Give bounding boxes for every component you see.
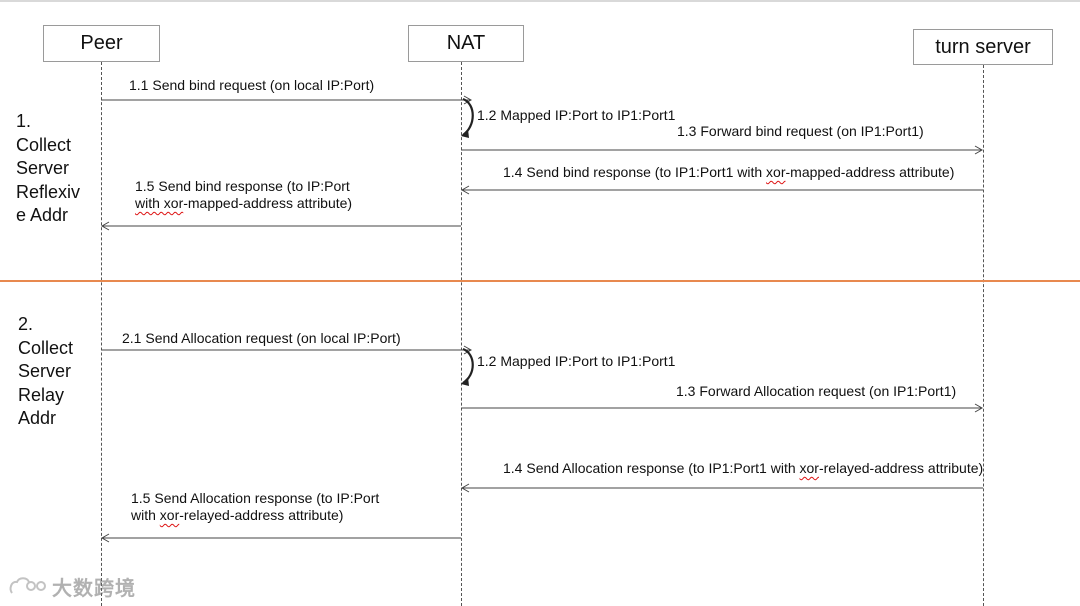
lifeline-peer bbox=[101, 62, 102, 606]
msg-1-3-label: 1.3 Forward bind request (on IP1:Port1) bbox=[677, 123, 924, 139]
lifeline-nat bbox=[461, 62, 462, 606]
arrowhead-1-3 bbox=[974, 145, 984, 155]
msg-2-5-text-end: -relayed-address attribute) bbox=[179, 507, 344, 523]
msg-2-4-text: 1.4 Send Allocation response (to IP1:Por… bbox=[503, 460, 800, 476]
arrowhead-1-1 bbox=[463, 95, 473, 105]
section-2-line: Server bbox=[18, 361, 72, 381]
section-1-label: 1. Collect Server Reflexiv e Addr bbox=[16, 110, 80, 228]
msg-1-4-spell-mark: xor bbox=[766, 164, 786, 180]
msg-2-2-label: 1.2 Mapped IP:Port to IP1:Port1 bbox=[477, 353, 676, 369]
msg-2-4-text-end: -relayed-address attribute) bbox=[818, 460, 984, 476]
cloud-logo-icon bbox=[9, 576, 46, 594]
actor-turn-server-label: turn server bbox=[935, 35, 1031, 58]
msg-1-5-label: 1.5 Send bind response (to IP:Port with … bbox=[135, 178, 352, 212]
arrowhead-1-5 bbox=[100, 221, 110, 231]
msg-2-1-label: 2.1 Send Allocation request (on local IP… bbox=[122, 330, 401, 346]
actor-nat-label: NAT bbox=[446, 32, 486, 54]
arrowhead-2-1 bbox=[463, 345, 473, 355]
section-1-line: Reflexiv bbox=[16, 181, 81, 202]
msg-1-5-spell-mark: with xor bbox=[135, 195, 184, 211]
msg-1-4-text: 1.4 Send bind response (to IP1:Port1 wit… bbox=[503, 164, 767, 180]
section-2-label: 2. Collect Server Relay Addr bbox=[18, 313, 73, 431]
arrowhead-1-4 bbox=[460, 185, 470, 195]
section-1-line: e Addr bbox=[16, 205, 69, 225]
arrowhead-2-4 bbox=[460, 483, 470, 493]
msg-2-5-spell-mark: xor bbox=[159, 507, 180, 523]
section-1-line: Server bbox=[16, 158, 70, 178]
self-loop-head-2-2 bbox=[461, 377, 469, 386]
msg-2-4-spell-mark: xor bbox=[799, 460, 819, 476]
section-1-line: 1. bbox=[16, 111, 32, 131]
msg-2-5-line1: 1.5 Send Allocation response (to IP:Port bbox=[131, 490, 380, 506]
actor-nat: NAT bbox=[408, 25, 524, 62]
top-border bbox=[0, 0, 1080, 2]
arrowhead-2-3 bbox=[974, 403, 984, 413]
msg-2-5-text: with bbox=[131, 507, 160, 523]
msg-1-4-text-end: -mapped-address attribute) bbox=[785, 164, 955, 180]
msg-2-5-line2: with xor-relayed-address attribute) bbox=[131, 507, 379, 524]
section-2-line: Collect bbox=[18, 337, 74, 358]
msg-1-5-text-end: -mapped-address attribute) bbox=[183, 195, 353, 211]
msg-1-2-label: 1.2 Mapped IP:Port to IP1:Port1 bbox=[477, 107, 676, 123]
msg-2-3-label: 1.3 Forward Allocation request (on IP1:P… bbox=[676, 383, 957, 399]
section-2-line: Relay bbox=[18, 384, 65, 405]
section-1-line: Collect bbox=[16, 134, 72, 155]
section-divider bbox=[0, 280, 1080, 282]
watermark-text: 大数跨境 bbox=[52, 578, 136, 600]
arrowhead-2-5 bbox=[100, 533, 110, 543]
actor-peer: Peer bbox=[43, 25, 160, 62]
msg-1-4-label: 1.4 Send bind response (to IP1:Port1 wit… bbox=[503, 164, 954, 181]
self-loop-head-1-2 bbox=[461, 129, 469, 138]
watermark: 大数跨境 bbox=[8, 572, 136, 601]
lifeline-turn-server bbox=[983, 65, 984, 606]
section-2-line: 2. bbox=[18, 314, 34, 334]
msg-1-5-line2: with xor-mapped-address attribute) bbox=[135, 195, 352, 212]
msg-1-5-line1: 1.5 Send bind response (to IP:Port bbox=[135, 178, 350, 194]
msg-2-4-label: 1.4 Send Allocation response (to IP1:Por… bbox=[503, 460, 983, 477]
msg-2-5-label: 1.5 Send Allocation response (to IP:Port… bbox=[131, 490, 379, 524]
actor-peer-label: Peer bbox=[80, 32, 123, 54]
actor-turn-server: turn server bbox=[913, 29, 1053, 65]
section-2-line: Addr bbox=[18, 408, 57, 428]
msg-1-1-label: 1.1 Send bind request (on local IP:Port) bbox=[129, 77, 375, 93]
